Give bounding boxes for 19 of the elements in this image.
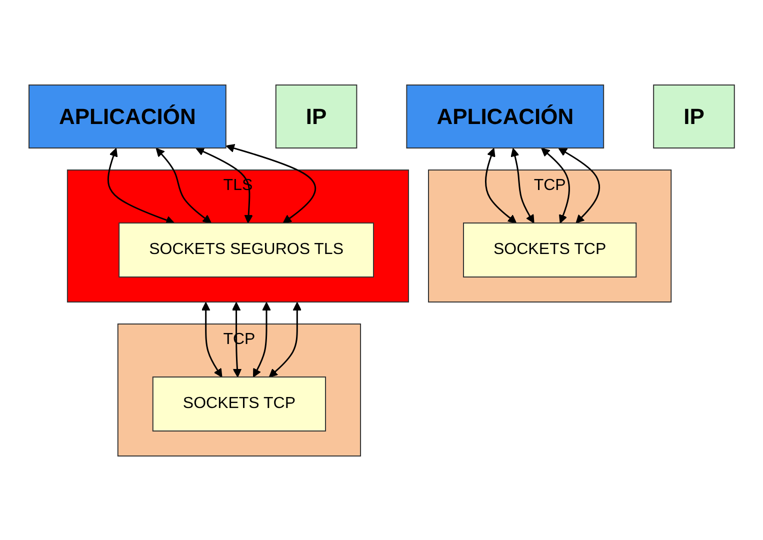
arrow [226, 143, 316, 223]
node-box: APLICACIÓN [406, 84, 604, 148]
node-box: SOCKETS SEGUROS TLS [118, 222, 374, 277]
node-box: APLICACIÓN [28, 84, 226, 148]
arrow [107, 147, 174, 224]
arrow [268, 302, 302, 377]
node-box: IP [652, 84, 735, 148]
node-box: SOCKETS TCP [462, 222, 636, 277]
arrow [510, 148, 534, 223]
arrow [201, 302, 222, 377]
arrow [232, 302, 242, 377]
node-box: SOCKETS TCP [152, 376, 326, 431]
arrow [484, 147, 516, 223]
arrow [156, 147, 212, 223]
arrow [540, 147, 570, 223]
arrow [558, 147, 600, 223]
arrow [195, 147, 253, 223]
node-box: IP [275, 84, 357, 148]
arrow [252, 302, 271, 377]
